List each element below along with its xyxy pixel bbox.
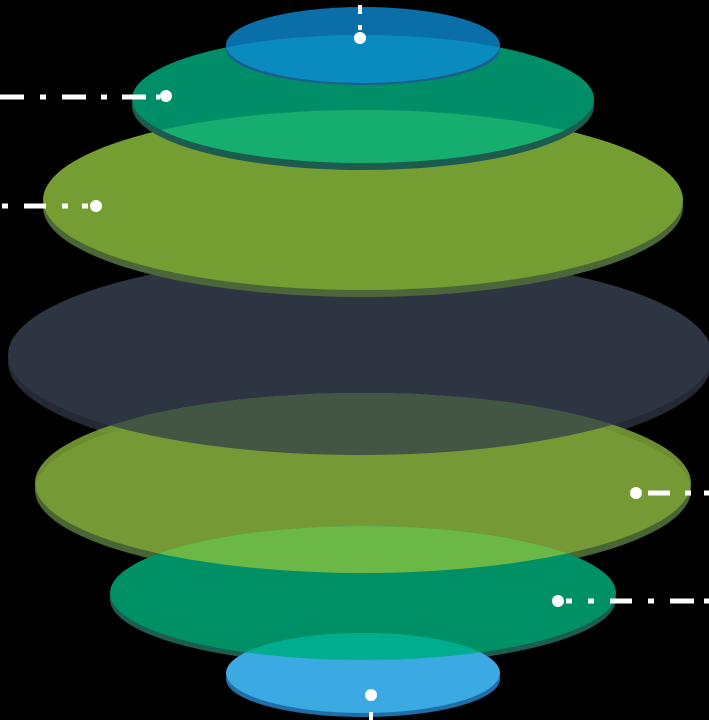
- connector-bottom-dot: [365, 689, 377, 701]
- connector-left-2-dot: [90, 200, 102, 212]
- disc-layer-3: [43, 110, 683, 297]
- disc-overlap-2-3: [132, 110, 594, 163]
- connector-right-2-dot: [552, 595, 564, 607]
- connector-right-2: [552, 595, 709, 607]
- connector-right-1: [630, 487, 709, 499]
- connector-left-1-dot: [160, 90, 172, 102]
- connector-left-1: [0, 90, 172, 102]
- disc-layer-3-face: [43, 110, 683, 290]
- connector-left-2: [2, 200, 102, 212]
- connector-top-dot: [354, 32, 366, 44]
- connector-top: [354, 5, 366, 44]
- connector-right-1-dot: [630, 487, 642, 499]
- connector-bottom: [365, 689, 377, 720]
- disc-layer-4-face: [8, 255, 709, 455]
